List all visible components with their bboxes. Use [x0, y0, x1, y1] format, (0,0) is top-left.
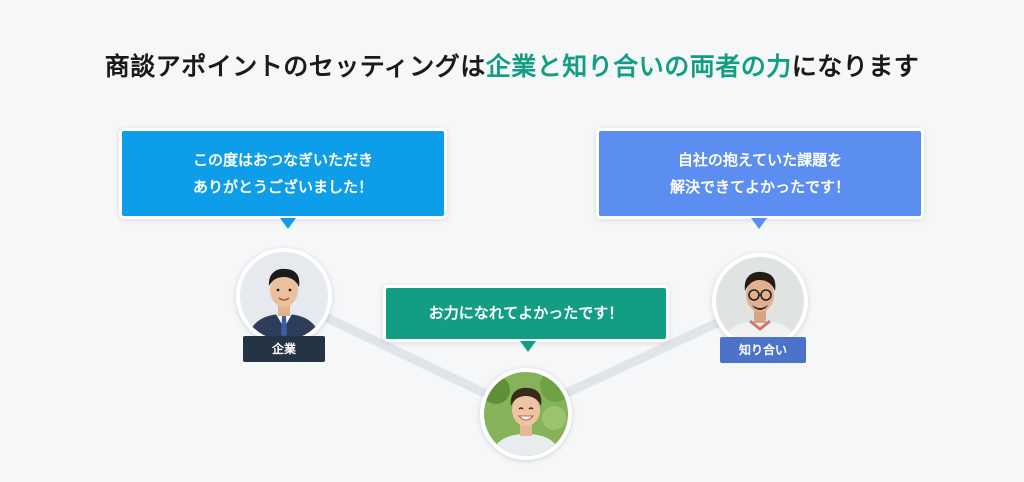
bubble-company-line2: ありがとうございました！ — [192, 177, 373, 196]
bubble-acquaintance-line1: 自社の抱えていた課題を — [677, 150, 843, 169]
page-title: 商談アポイントのセッティングは企業と知り合いの両者の力になります — [0, 47, 1024, 83]
avatar-acquaintance — [712, 253, 808, 349]
bubble-tail — [751, 218, 767, 229]
man-with-glasses-avatar-icon — [716, 257, 804, 345]
title-accent: 企業と知り合いの両者の力 — [485, 51, 792, 81]
bubble-tail — [520, 341, 536, 352]
businessman-avatar-icon — [240, 252, 328, 340]
bubble-company-line1: この度はおつなぎいただき — [192, 150, 373, 169]
title-prefix: 商談アポイントのセッティングは — [104, 51, 486, 81]
title-suffix: になります — [791, 51, 920, 81]
speech-bubble-acquaintance: 自社の抱えていた課題を 解決できてよかったです！ — [596, 128, 924, 229]
avatar-self — [480, 368, 572, 460]
bubble-self-line1: お力になれてよかったです！ — [428, 304, 624, 322]
bubble-acquaintance-line2: 解決できてよかったです！ — [669, 177, 850, 196]
connector-line-left — [295, 300, 525, 415]
speech-bubble-company: この度はおつなぎいただき ありがとうございました！ — [119, 128, 447, 229]
speech-bubble-self: お力になれてよかったです！ — [383, 285, 669, 352]
avatar-company — [236, 248, 332, 344]
young-man-avatar-icon — [484, 372, 568, 456]
company-label-badge: 企業 — [243, 336, 325, 362]
acquaintance-label-badge: 知り合い — [720, 337, 806, 363]
bubble-tail — [280, 218, 296, 229]
